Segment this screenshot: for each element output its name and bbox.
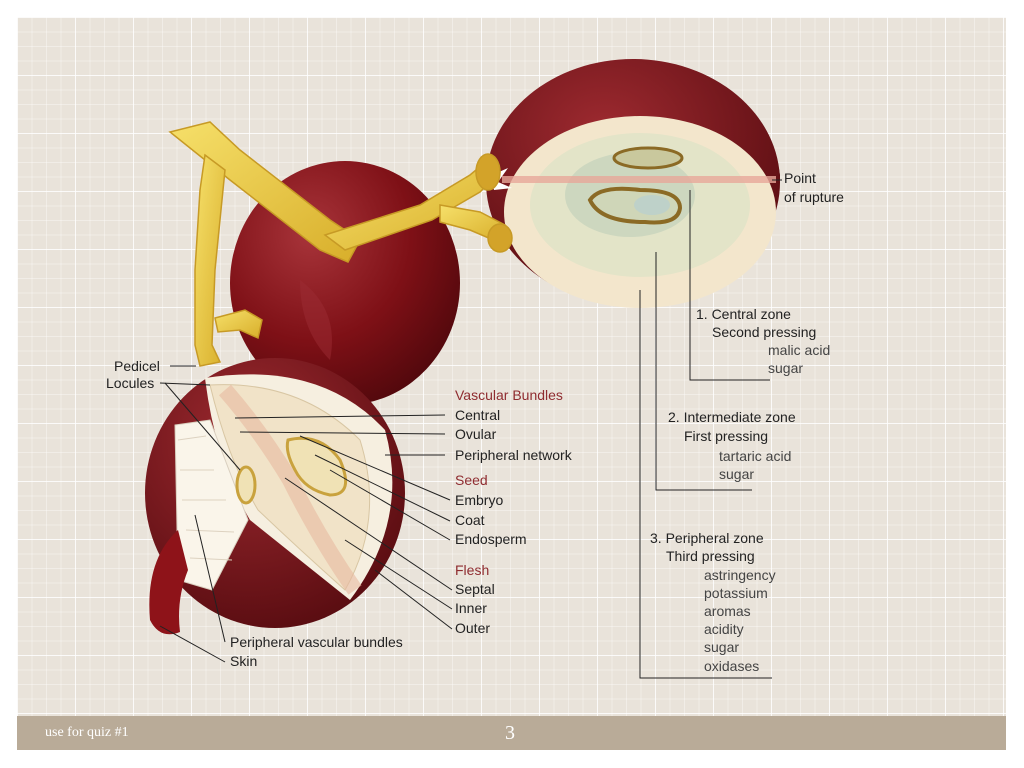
- zone-intermediate-title: 2. Intermediate zone: [668, 409, 796, 425]
- zone-peripheral-title: 3. Peripheral zone: [650, 530, 764, 546]
- zone-peripheral-item: oxidases: [704, 658, 760, 674]
- zone-central-title: 1. Central zone: [696, 306, 791, 322]
- heading-seed: Seed: [455, 472, 488, 488]
- zone-intermediate-item: tartaric acid: [719, 448, 792, 464]
- footer-bar: use for quiz #1 3: [17, 716, 1006, 750]
- zone-peripheral-item: potassium: [704, 585, 768, 601]
- label-septal: Septal: [455, 581, 495, 597]
- label-locules: Locules: [106, 375, 155, 391]
- label-of-rupture: of rupture: [784, 189, 844, 205]
- leader-lines: [159, 179, 782, 679]
- page-number: 3: [505, 722, 515, 744]
- zone-peripheral-pressing: Third pressing: [666, 548, 755, 564]
- heading-vascular-bundles: Vascular Bundles: [455, 387, 563, 403]
- label-ovular: Ovular: [455, 426, 497, 442]
- zone-peripheral-item: astringency: [704, 567, 776, 583]
- label-skin: Skin: [230, 653, 258, 669]
- label-outer: Outer: [455, 620, 491, 636]
- zone-central-item: sugar: [768, 360, 804, 376]
- cut-grape: [145, 358, 405, 635]
- zone-central-item: malic acid: [768, 342, 831, 358]
- zone-central-pressing: Second pressing: [712, 324, 817, 340]
- label-coat: Coat: [455, 512, 485, 528]
- label-peripheral-vascular-bundles: Peripheral vascular bundles: [230, 634, 403, 650]
- label-embryo: Embryo: [455, 492, 504, 508]
- zone-intermediate-item: sugar: [719, 466, 755, 482]
- zone-peripheral-item: sugar: [704, 639, 740, 655]
- split-grape: [486, 59, 780, 308]
- label-peripheral-network: Peripheral network: [455, 447, 572, 463]
- footer-note: use for quiz #1: [45, 725, 129, 740]
- heading-flesh: Flesh: [455, 562, 490, 578]
- label-inner: Inner: [455, 600, 487, 616]
- zone-intermediate-pressing: First pressing: [684, 428, 769, 444]
- label-point: Point: [784, 170, 816, 186]
- rupture-line: [502, 176, 776, 183]
- label-central: Central: [455, 407, 501, 423]
- stem: [168, 121, 513, 367]
- label-pedicel: Pedicel: [114, 358, 160, 374]
- zone-peripheral-item: aromas: [704, 603, 751, 619]
- zone-peripheral-item: acidity: [704, 621, 744, 637]
- label-endosperm: Endosperm: [455, 531, 527, 547]
